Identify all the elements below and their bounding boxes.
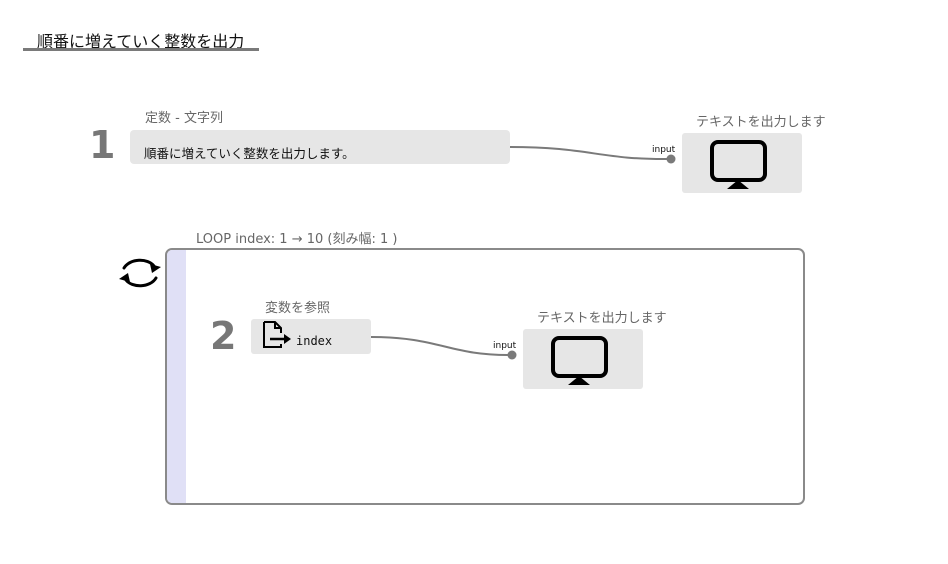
output-node-2-port-label: input (493, 341, 517, 351)
output-node-2[interactable] (523, 329, 643, 389)
file-export-icon (263, 321, 291, 348)
title-underline (23, 48, 259, 51)
loop-stripe (167, 250, 186, 503)
output-node-1[interactable] (682, 133, 802, 193)
constant-node-value: 順番に増えていく整数を出力します。 (144, 146, 355, 161)
input-port-1 (666, 154, 676, 164)
step-number-1: 1 (89, 123, 116, 167)
variable-node-label: 変数を参照 (265, 301, 331, 316)
variable-node[interactable]: index (251, 319, 371, 354)
constant-node[interactable]: 順番に増えていく整数を出力します。 (130, 130, 510, 164)
monitor-icon (551, 336, 608, 385)
loop-label: LOOP index: 1 → 10 (刻み幅: 1 ) (196, 232, 398, 247)
step-number-2: 2 (210, 314, 237, 358)
constant-node-label: 定数 - 文字列 (145, 111, 223, 126)
output-node-2-label: テキストを出力します (537, 311, 667, 326)
output-node-1-label: テキストを出力します (696, 115, 826, 130)
monitor-icon (710, 140, 767, 189)
page-title: 順番に増えていく整数を出力 (37, 32, 245, 51)
loop-frame[interactable] (165, 248, 805, 505)
output-node-1-port-label: input (652, 145, 676, 155)
variable-node-value: index (296, 334, 333, 348)
